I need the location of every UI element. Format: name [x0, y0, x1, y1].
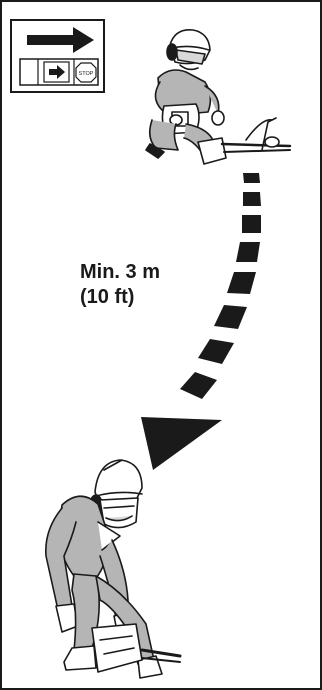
arrow-dash: [243, 173, 260, 183]
arrow-dash: [198, 339, 234, 364]
helper-figure: [46, 460, 180, 678]
arrow-head: [141, 417, 222, 470]
stop-sign-icon: STOP: [76, 63, 96, 82]
distance-label: Min. 3 m (10 ft): [80, 260, 220, 310]
operator-figure: [146, 30, 290, 164]
icon-panel: STOP: [11, 20, 104, 92]
arrow-dash: [236, 242, 260, 262]
distance-arrow: [141, 173, 261, 470]
arrow-dash: [227, 272, 256, 294]
arrow-dash: [180, 372, 217, 399]
arrow-dash: [242, 215, 261, 233]
distance-label-imperial: (10 ft): [80, 285, 220, 310]
distance-label-metric: Min. 3 m: [80, 260, 220, 285]
stop-sign-text: STOP: [79, 71, 94, 77]
arrow-key-icon: [44, 62, 69, 82]
arrow-dash: [243, 192, 261, 206]
